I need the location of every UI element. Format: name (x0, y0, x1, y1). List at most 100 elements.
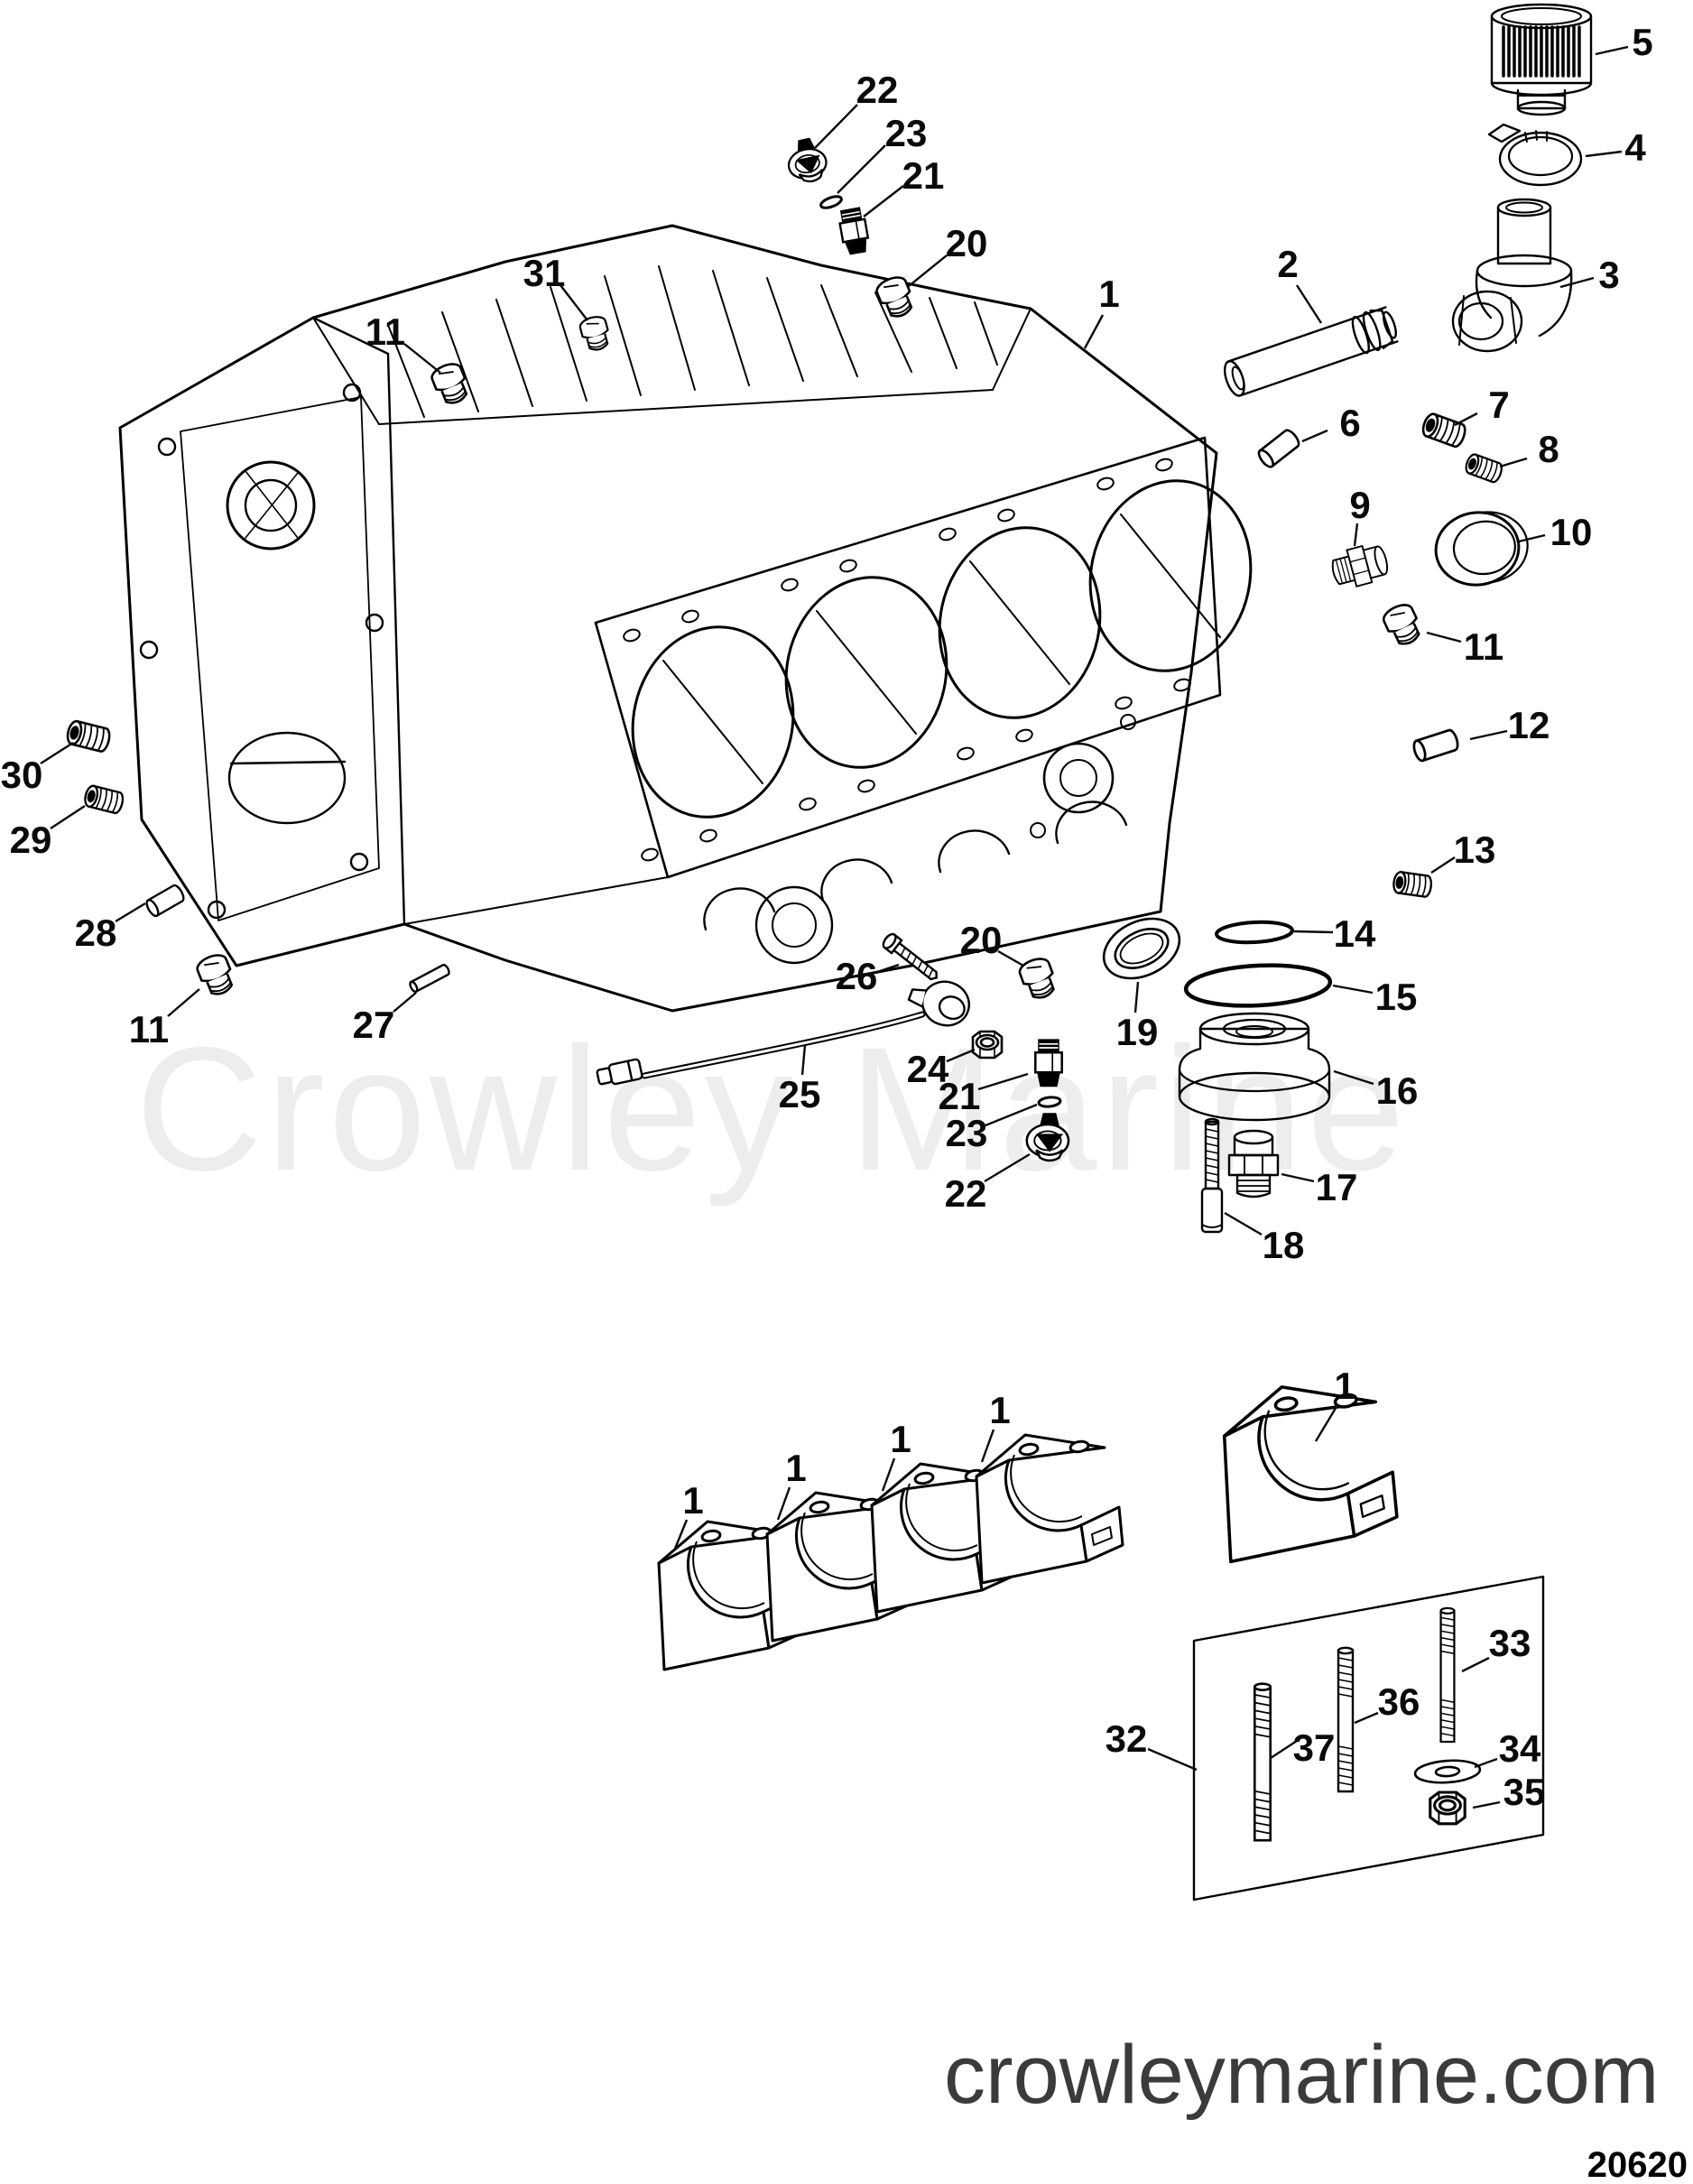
callout-number-15: 15 (1375, 976, 1418, 1018)
cylinder-bores (631, 479, 1253, 819)
callout-number-32: 32 (1106, 1717, 1148, 1760)
callout-number-22: 22 (945, 1172, 987, 1215)
callout-number-21: 21 (939, 1075, 981, 1117)
callout-leader-1 (776, 1486, 791, 1521)
callout-leader-30 (40, 741, 74, 765)
stud-37 (1253, 1682, 1272, 1842)
callout-number-2: 2 (1277, 243, 1298, 285)
union-fitting-part (1227, 1129, 1280, 1198)
callout-leader-26 (876, 963, 900, 974)
callout-leader-16 (1333, 1069, 1374, 1086)
callout-leader-11 (167, 988, 200, 1017)
callout-leader-24 (946, 1048, 976, 1063)
callout-leader-22 (814, 104, 858, 149)
callout-leader-13 (1430, 856, 1456, 875)
callout-number-20: 20 (960, 919, 1003, 961)
callout-number-34: 34 (1499, 1727, 1541, 1770)
callout-number-10: 10 (1550, 511, 1593, 553)
callout-leader-34 (1474, 1757, 1498, 1769)
callout-number-26: 26 (836, 955, 878, 997)
callout-leader-11 (1426, 631, 1462, 643)
set-screw-13 (1391, 870, 1434, 899)
main-bearing-caps (657, 1385, 1399, 1671)
dowel-pin-28 (143, 882, 188, 920)
callout-number-14: 14 (1334, 912, 1376, 955)
oil-adapter-part (1178, 1012, 1331, 1122)
o-ring-15 (1185, 962, 1331, 1009)
sender-21-lower (1034, 1039, 1063, 1087)
callout-leader-14 (1293, 930, 1334, 934)
callout-leader-23 (837, 144, 886, 194)
drain-cock-22-upper (782, 135, 831, 187)
stud-18-part (1200, 1117, 1224, 1234)
pin-27 (407, 962, 452, 995)
nut-35 (1429, 1791, 1466, 1826)
callout-number-13: 13 (1454, 828, 1496, 871)
callout-number-24: 24 (907, 1048, 949, 1090)
callout-leader-1 (881, 1458, 896, 1492)
callout-number-1: 1 (1334, 1365, 1355, 1407)
callout-number-36: 36 (1378, 1680, 1420, 1723)
callout-number-35: 35 (1503, 1771, 1546, 1813)
callout-leader-15 (1332, 984, 1374, 995)
callout-number-11: 11 (129, 1008, 169, 1050)
callout-number-33: 33 (1489, 1622, 1531, 1664)
callout-number-1: 1 (989, 1389, 1010, 1431)
callout-leader-23 (985, 1103, 1038, 1127)
callout-number-21: 21 (902, 154, 945, 197)
set-screw-30 (64, 718, 113, 754)
cup-plug-10 (1429, 504, 1534, 592)
oil-fill-tube-part (1223, 306, 1399, 397)
callout-leader-1 (980, 1429, 995, 1463)
hose-clamp-part (1487, 123, 1583, 187)
fitting-9 (1328, 540, 1392, 593)
callout-leader-10 (1518, 533, 1546, 543)
callout-number-23: 23 (885, 112, 928, 154)
callout-number-11: 11 (1464, 625, 1503, 668)
callout-number-29: 29 (10, 819, 52, 861)
callout-leader-31 (560, 284, 588, 321)
callout-number-3: 3 (1598, 254, 1619, 296)
callout-number-4: 4 (1624, 126, 1646, 169)
breather-part (1490, 3, 1593, 116)
callout-number-1: 1 (785, 1447, 806, 1489)
knock-sensor-part (596, 980, 970, 1086)
callout-number-1: 1 (1098, 273, 1119, 315)
callout-number-22: 22 (856, 69, 899, 111)
stud-kit-panel (1192, 1575, 1545, 1902)
footer-site-text: crowleymarine.com (944, 2029, 1659, 2121)
callout-leader-33 (1461, 1656, 1490, 1673)
pipe-plug-7 (1419, 411, 1469, 450)
callout-number-20: 20 (946, 222, 988, 264)
doc-number: 20620 (1587, 2145, 1688, 2184)
callout-leader-7 (1454, 412, 1478, 427)
callout-leader-35 (1472, 1800, 1501, 1809)
callout-leader-28 (115, 902, 146, 923)
stud-33 (1439, 1606, 1456, 1744)
callout-number-19: 19 (1116, 1011, 1159, 1053)
callout-leader-37 (1270, 1739, 1298, 1760)
callout-leader-32 (1147, 1747, 1198, 1772)
callout-number-27: 27 (353, 1004, 395, 1046)
callout-leader-17 (1281, 1172, 1315, 1183)
callout-number-18: 18 (1263, 1224, 1305, 1266)
dowel-pin-12 (1411, 727, 1461, 763)
callout-leader-1 (1314, 1404, 1339, 1442)
callout-number-23: 23 (946, 1112, 988, 1154)
callout-leader-9 (1353, 523, 1359, 547)
callout-number-31: 31 (523, 252, 566, 294)
callout-leader-20 (908, 254, 948, 287)
callout-leader-1 (673, 1519, 689, 1550)
callout-leader-27 (393, 992, 417, 1013)
callout-number-25: 25 (779, 1073, 821, 1115)
callout-leader-36 (1354, 1711, 1379, 1725)
callout-leader-18 (1224, 1211, 1263, 1236)
pipe-plug-11-right (1379, 599, 1426, 651)
deck-bolt-holes (623, 458, 1191, 862)
callout-number-1: 1 (890, 1418, 911, 1460)
callout-number-16: 16 (1376, 1069, 1419, 1112)
callout-number-7: 7 (1488, 384, 1509, 426)
